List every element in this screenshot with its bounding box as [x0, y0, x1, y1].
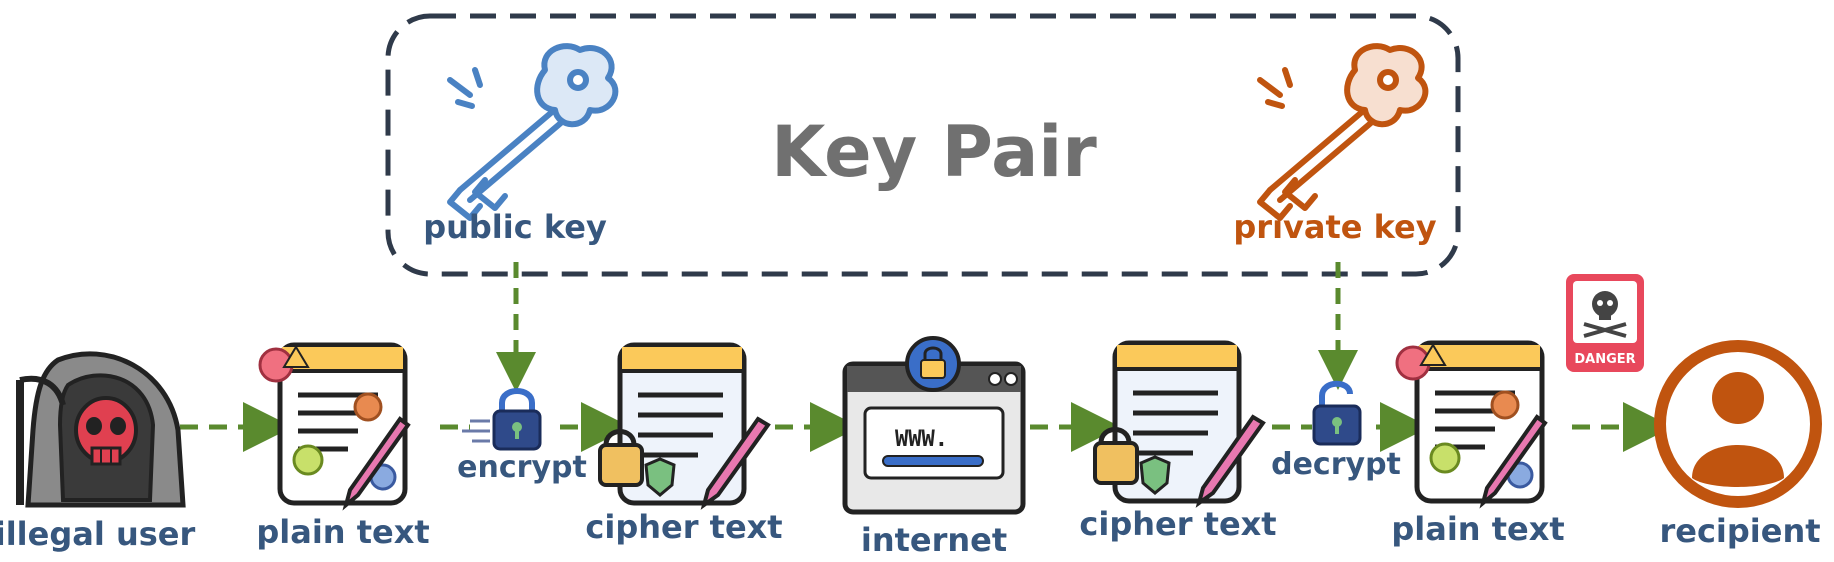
- public-key-label: public key: [423, 208, 607, 246]
- lock-open-icon: [1312, 380, 1362, 446]
- danger-sign-text: DANGER: [1574, 352, 1635, 367]
- virus-icon: [1490, 390, 1520, 420]
- illegal-user-label: illegal user: [0, 515, 195, 553]
- pencil-icon: [700, 416, 771, 510]
- cipher-text-doc-icon-1: [598, 342, 771, 510]
- key-pair-title: Key Pair: [771, 111, 1097, 193]
- virus-icon: [292, 444, 324, 476]
- padlock-icon: [1098, 427, 1132, 444]
- pencil-icon: [1479, 414, 1548, 509]
- padlock-icon: [603, 429, 637, 446]
- internet-label: internet: [861, 521, 1007, 559]
- cipher-text-doc-icon-2: [1093, 340, 1266, 508]
- private-key-label: private key: [1233, 208, 1436, 246]
- virus-icon: [1429, 442, 1461, 474]
- pencil-icon: [342, 416, 411, 511]
- svg-text:WWW.: WWW.: [895, 427, 948, 452]
- cipher-text-label-1: cipher text: [585, 508, 782, 546]
- key-pair-frame: [385, 13, 1461, 277]
- encrypt-label: encrypt: [457, 450, 587, 485]
- recipient-avatar-icon: [1654, 340, 1822, 508]
- private-key-icon: [1257, 43, 1429, 221]
- plain-text-doc-icon-2: [1395, 340, 1548, 509]
- recipient-label: recipient: [1659, 512, 1820, 550]
- decrypt-label: decrypt: [1271, 447, 1401, 482]
- hooded-skull-icon: [16, 351, 186, 508]
- browser-window-icon: WWW.: [842, 336, 1026, 515]
- warning-icon: [282, 345, 310, 368]
- public-key-icon: [447, 43, 619, 221]
- shield-icon: [1139, 455, 1171, 495]
- danger-sign-icon: DANGER: [1566, 274, 1644, 372]
- warning-icon: [1419, 343, 1447, 366]
- shield-icon: [644, 457, 676, 497]
- plain-text-label-1: plain text: [256, 513, 429, 551]
- cipher-text-label-2: cipher text: [1079, 505, 1276, 543]
- plain-text-doc-icon-1: [258, 342, 411, 511]
- plain-text-label-2: plain text: [1391, 510, 1564, 548]
- virus-icon: [353, 392, 383, 422]
- lock-closed-icon: [462, 388, 542, 451]
- pencil-icon: [1195, 414, 1266, 508]
